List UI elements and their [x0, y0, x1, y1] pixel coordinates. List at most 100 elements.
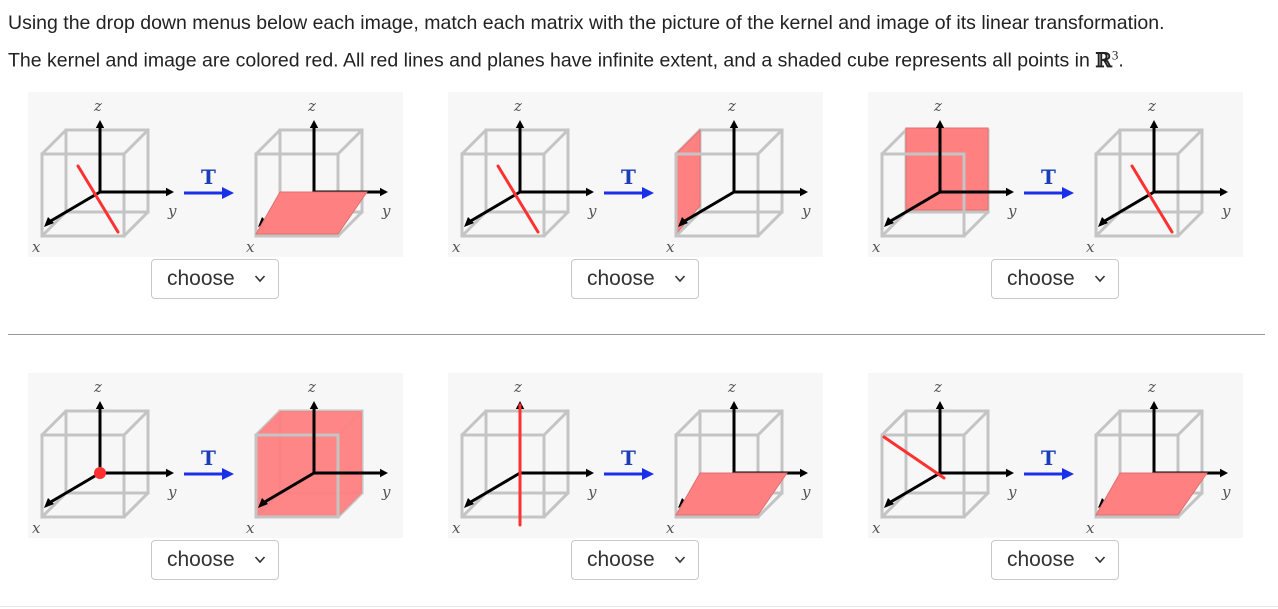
problem-1-select[interactable]: choose [151, 259, 279, 299]
axis-labels: z y x [246, 97, 391, 256]
z-axis-label: z [93, 97, 102, 115]
x-axis-label: x [666, 519, 675, 537]
coordinate-axes [258, 401, 388, 508]
y-axis-label: y [167, 202, 177, 220]
coordinate-axes [884, 401, 1014, 508]
transform-label: T [201, 446, 216, 470]
select-label: choose [587, 548, 655, 571]
chevron-down-icon [254, 556, 266, 564]
transform-arrow: T [184, 446, 234, 480]
cube-outline-front [460, 152, 546, 238]
cube-outline-back [460, 409, 570, 519]
kernel-cube-figure: z y x [872, 378, 1017, 537]
y-axis-label: y [801, 483, 811, 501]
bottom-divider [0, 606, 1278, 607]
cube-outline-front [460, 433, 546, 519]
z-axis-label: z [1147, 97, 1156, 115]
problem-6-select[interactable]: choose [991, 540, 1119, 580]
y-axis-label: y [1007, 483, 1017, 501]
image-cube-figure: z y x [666, 378, 811, 537]
y-axis-label: y [1221, 202, 1231, 220]
x-axis-label: x [246, 519, 255, 537]
y-axis-label: y [1007, 202, 1017, 220]
kernel-cube-figure: z y x [452, 378, 597, 537]
image-cube-figure: z y x [246, 378, 391, 537]
problem-5-select[interactable]: choose [571, 540, 699, 580]
instructions-text: Using the drop down menus below each ima… [8, 12, 1165, 72]
image-cube-figure: z y x [1086, 378, 1231, 537]
coordinate-axes [884, 120, 1014, 227]
red-plane [255, 191, 368, 235]
chevron-down-icon [254, 275, 266, 283]
red-line [882, 435, 946, 480]
x-axis-label: x [246, 238, 255, 256]
y-axis-label: y [167, 483, 177, 501]
red-plane [1095, 472, 1208, 516]
transform-label: T [1041, 165, 1056, 189]
axis-labels: z y x [32, 97, 177, 256]
problem-6-figure: z y x T z y x [868, 373, 1243, 538]
red-line [1130, 164, 1174, 234]
instructions-line-2: The kernel and image are colored red. Al… [8, 49, 1090, 72]
problem-4-figure: z y x T z y x [28, 373, 403, 538]
z-axis-label: z [513, 378, 522, 396]
transform-label: T [621, 446, 636, 470]
cube-outline-front [1094, 152, 1180, 238]
axis-labels: z y x [1086, 378, 1231, 537]
y-axis-label: y [381, 202, 391, 220]
x-axis-label: x [452, 238, 461, 256]
x-axis-label: x [32, 238, 41, 256]
cube-outline-front [880, 152, 966, 238]
chevron-down-icon [674, 556, 686, 564]
select-label: choose [1007, 267, 1075, 290]
axis-labels: z y x [246, 378, 391, 537]
select-label: choose [167, 267, 235, 290]
red-line [76, 164, 120, 234]
red-plane [675, 472, 788, 516]
x-axis-label: x [1086, 519, 1095, 537]
red-line [496, 164, 540, 234]
transform-arrow: T [1024, 446, 1074, 480]
cube-outline-front [674, 152, 760, 238]
x-axis-label: x [872, 238, 881, 256]
problem-2-select[interactable]: choose [571, 259, 699, 299]
transform-arrow: T [1024, 165, 1074, 199]
problem-3-figure: z y x T z y x [868, 92, 1243, 257]
cube-outline-back [40, 409, 150, 519]
image-cube-figure: z y x [1086, 97, 1231, 256]
red-plane [905, 127, 989, 211]
axis-labels: z y x [32, 378, 177, 537]
cube-outline-back [460, 128, 570, 238]
x-axis-label: x [452, 519, 461, 537]
coordinate-axes [44, 401, 174, 508]
cube-outline-front [880, 433, 966, 519]
kernel-cube-figure: z y x [872, 97, 1017, 256]
y-axis-label: y [1221, 483, 1231, 501]
y-axis-label: y [587, 483, 597, 501]
transform-arrow: T [604, 165, 654, 199]
select-label: choose [1007, 548, 1075, 571]
cube-outline-back [40, 128, 150, 238]
transform-arrow: T [184, 165, 234, 199]
select-label: choose [587, 267, 655, 290]
problem-4-select[interactable]: choose [151, 540, 279, 580]
x-axis-label: x [32, 519, 41, 537]
image-cube-figure: z y x [246, 97, 391, 256]
z-axis-label: z [933, 378, 942, 396]
axis-labels: z y x [872, 378, 1017, 537]
x-axis-label: x [1086, 238, 1095, 256]
coordinate-axes [44, 120, 174, 227]
z-axis-label: z [307, 378, 316, 396]
kernel-cube-figure: z y x [452, 97, 597, 256]
z-axis-label: z [513, 97, 522, 115]
z-axis-label: z [933, 97, 942, 115]
coordinate-axes [1098, 120, 1228, 227]
cube-outline-front [40, 433, 126, 519]
y-axis-label: y [381, 483, 391, 501]
y-axis-label: y [587, 202, 597, 220]
problem-3-select[interactable]: choose [991, 259, 1119, 299]
transform-label: T [201, 165, 216, 189]
kernel-cube-figure: z y x [32, 97, 177, 256]
axis-labels: z y x [666, 378, 811, 537]
transform-label: T [1041, 446, 1056, 470]
